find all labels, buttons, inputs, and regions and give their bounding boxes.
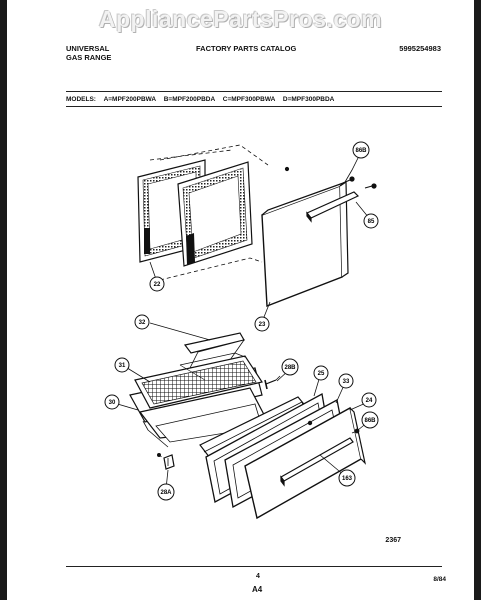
- site-watermark: AppliancePartsPros.com: [98, 6, 383, 32]
- header-rule-bottom: [66, 106, 442, 107]
- model-a: A=MPF200PBWA: [103, 96, 156, 103]
- callout-24-label: 24: [366, 398, 373, 404]
- callout-31-label: 31: [119, 363, 126, 369]
- figure-number: 2367: [385, 537, 401, 544]
- callout-22: 22: [149, 276, 165, 292]
- callout-30-label: 30: [109, 400, 116, 406]
- callout-28b-label: 28B: [284, 365, 296, 371]
- footer-rule: [66, 566, 442, 567]
- model-c: C=MPF300PBWA: [222, 96, 276, 103]
- page-code: A4: [252, 585, 263, 594]
- callout-28a: 28A: [157, 483, 175, 501]
- callout-23-label: 23: [259, 322, 266, 328]
- callout-33: 33: [338, 373, 354, 389]
- catalog-part-number: 5995254983: [399, 44, 441, 53]
- leader-lines: [113, 153, 370, 490]
- callout-25-label: 25: [318, 371, 325, 377]
- models-line: MODELS: A=MPF200PBWA B=MPF200PBDA C=MPF3…: [66, 96, 334, 103]
- callout-86b-bottom: 86B: [361, 411, 379, 429]
- catalog-date: 8/84: [433, 576, 446, 583]
- callout-28a-label: 28A: [160, 490, 172, 496]
- model-d: D=MPF300PBDA: [282, 96, 335, 103]
- lower-assembly: [129, 332, 367, 520]
- callout-24: 24: [361, 392, 377, 408]
- callout-86b-top: 86B: [352, 141, 370, 159]
- callout-85-label: 85: [368, 219, 375, 225]
- callout-23: 23: [254, 316, 270, 332]
- callout-32: 32: [134, 314, 150, 330]
- brand-block: UNIVERSAL GAS RANGE: [66, 44, 111, 62]
- brand-line-2: GAS RANGE: [66, 53, 112, 62]
- upper-door-assembly: [137, 144, 377, 308]
- callout-33-label: 33: [343, 379, 350, 385]
- callout-85: 85: [363, 213, 379, 229]
- callout-32-label: 32: [139, 320, 146, 326]
- models-label: MODELS:: [66, 96, 96, 103]
- header-rule-top: [66, 91, 442, 92]
- scan-edge-left: [0, 0, 7, 600]
- catalog-title: FACTORY PARTS CATALOG: [196, 44, 297, 53]
- callout-28b: 28B: [281, 358, 299, 376]
- callout-30: 30: [104, 394, 120, 410]
- scan-edge-right: [474, 0, 481, 600]
- callout-86b-bottom-label: 86B: [364, 418, 376, 424]
- callout-163-label: 163: [342, 476, 353, 482]
- callout-22-label: 22: [154, 282, 161, 288]
- callout-163: 163: [338, 469, 356, 487]
- model-b: B=MPF200PBDA: [163, 96, 215, 103]
- callout-86b-top-label: 86B: [355, 148, 367, 154]
- callout-31: 31: [114, 357, 130, 373]
- brand-line-1: UNIVERSAL: [66, 44, 110, 53]
- page-number: 4: [256, 573, 260, 580]
- callout-25: 25: [313, 365, 329, 381]
